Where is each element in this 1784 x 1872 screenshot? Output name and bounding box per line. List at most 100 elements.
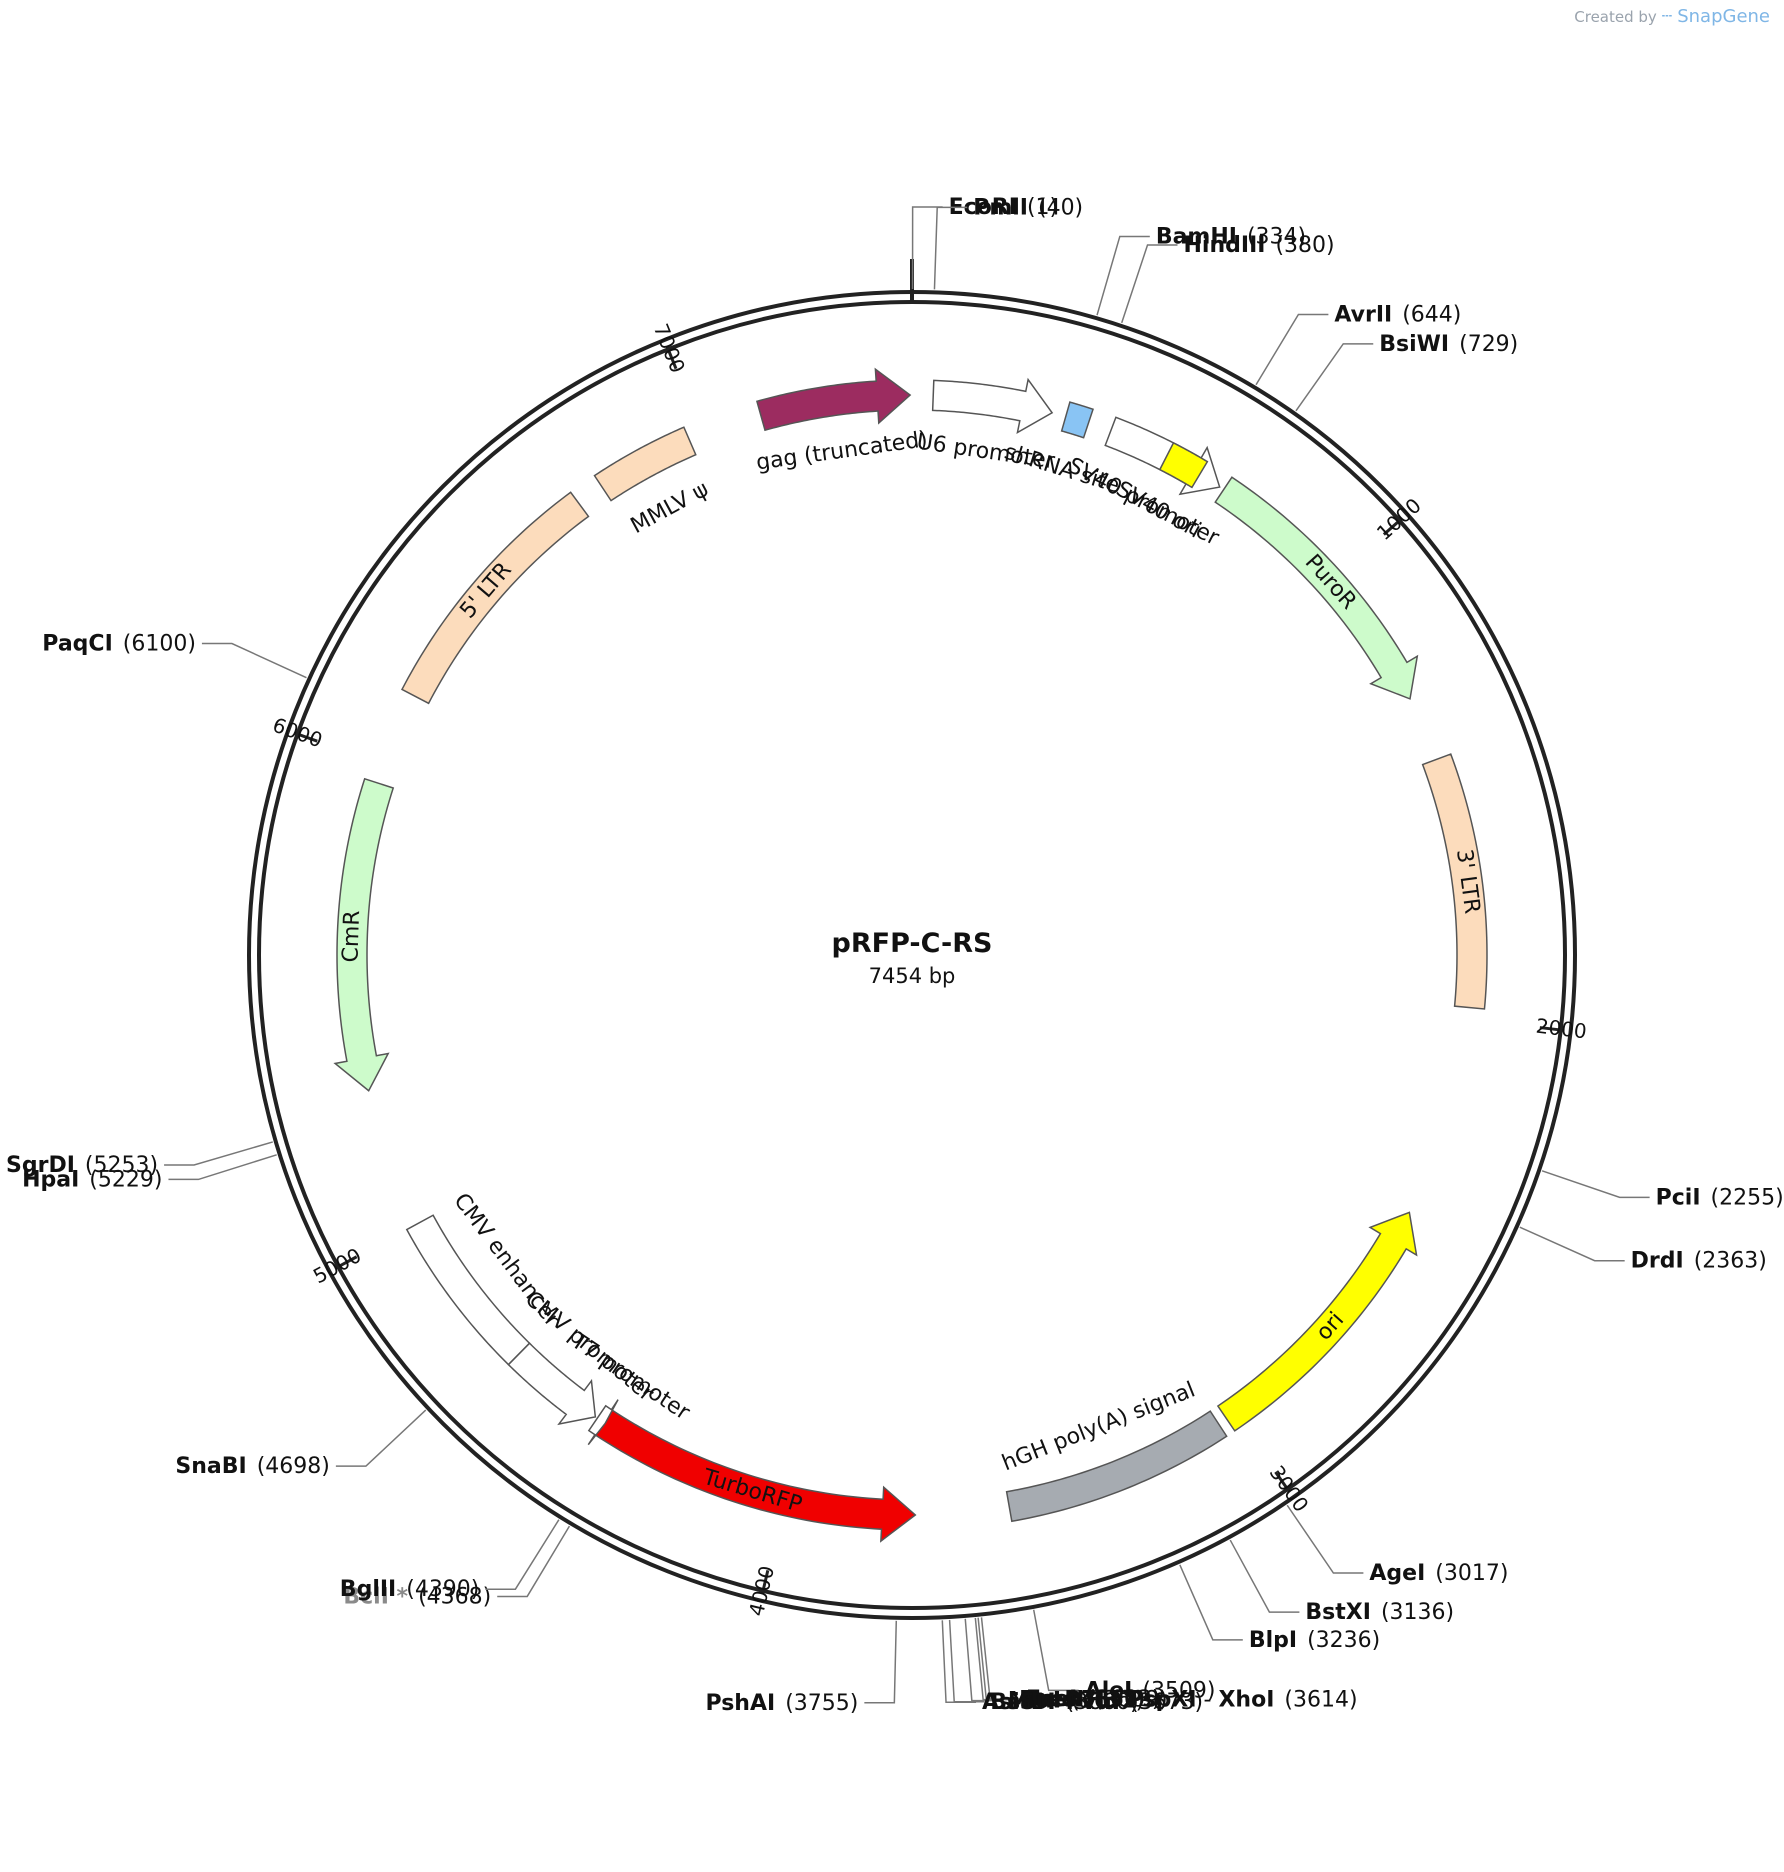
site-leader-hpai — [168, 1154, 277, 1181]
site-position-bstxi: (3136) — [1381, 1600, 1454, 1625]
site-label-paqci: PaqCI(6100) — [42, 632, 196, 657]
site-leader-mlui — [964, 1618, 1002, 1702]
site-bstxi: BstXI (3136) — [1229, 1539, 1454, 1625]
site-position-bcli: (4368) — [418, 1584, 491, 1609]
site-label-hpai: HpaI(5229) — [22, 1167, 162, 1192]
feature-turborfp: TurboRFP — [593, 1408, 917, 1543]
plasmid-name: pRFP-C-RS — [832, 928, 993, 959]
site-alei: AleI (3509) — [1032, 1609, 1216, 1703]
site-label-drdi: DrdI(2363) — [1631, 1249, 1767, 1274]
tick-mark-6000 — [294, 731, 318, 743]
site-name-xhoi: XhoI — [1218, 1688, 1274, 1713]
tick-mark-1000 — [1382, 517, 1403, 536]
feature-shape-cmv-enhancer — [405, 1214, 531, 1366]
site-leader-pmli — [933, 206, 968, 290]
site-leader-pshai — [864, 1620, 898, 1704]
snapgene-logo-icon: ┄ — [1661, 6, 1673, 27]
site-name-asisi: AsiSI — [982, 1690, 1044, 1715]
site-leader-blpi — [1179, 1564, 1243, 1641]
site-position-hindiii: (380) — [1275, 233, 1334, 258]
plasmid-backbone — [247, 259, 1577, 1620]
site-label-pshai: PshAI(3755) — [705, 1691, 858, 1716]
site-name-bstbi: BstBI — [990, 1690, 1055, 1715]
site-avrii: AvrII(644) — [1255, 303, 1461, 386]
site-bglii: BglII(4390) — [340, 1519, 560, 1602]
site-name-paer7i: PaeR7I — [1019, 1688, 1105, 1713]
site-leader-alei — [1032, 1609, 1079, 1692]
site-label-bglii: BglII(4390) — [340, 1577, 480, 1602]
tick-mark-7000 — [665, 345, 678, 370]
feature-shape-u6-promoter — [931, 377, 1054, 435]
snapgene-credit: Created by ┄ SnapGene — [1574, 6, 1770, 27]
site-name-pmli: PmlI — [973, 195, 1028, 220]
site-position-bsiwi: (729) — [1459, 332, 1518, 357]
site-label-snabi: SnaBI(4698) — [175, 1454, 329, 1479]
feature-shape-5-ltr — [400, 491, 590, 705]
site-label-blpi: BlpI(3236) — [1249, 1628, 1380, 1653]
feature-shape-puror — [1214, 476, 1419, 700]
credit-prefix: Created by — [1574, 8, 1657, 26]
feature-gag-truncated: gag (truncated) — [755, 367, 929, 476]
site-label-agei: AgeI(3017) — [1369, 1561, 1508, 1586]
feature-ori: ori — [1216, 1211, 1418, 1432]
tick-mark-4000 — [760, 1569, 770, 1595]
credit-brand: SnapGene — [1677, 6, 1770, 27]
site-name-pshai: PshAI — [705, 1691, 775, 1716]
site-leader-sgrdi — [164, 1141, 273, 1166]
site-leader-paer7i — [974, 1617, 1014, 1701]
site-label-mlui: MluI (3632) — [1008, 1689, 1144, 1714]
site-name-pcii: PciI — [1656, 1185, 1701, 1210]
feature-label-turborfp: TurboRFP — [699, 1465, 805, 1518]
site-sgrdi: SgrDI(5253) — [6, 1141, 273, 1178]
site-position-alei: (3509) — [1142, 1678, 1215, 1703]
site-name-bcli: BclI * — [343, 1584, 408, 1609]
site-leader-bsiwi — [1295, 343, 1374, 412]
site-name-alei: AleI — [1085, 1678, 1133, 1703]
site-position-mlui: (3632) — [1071, 1689, 1144, 1714]
site-pshai: PshAI(3755) — [705, 1620, 898, 1716]
tick-mark-3000 — [1274, 1471, 1291, 1493]
site-leader-bstxi — [1229, 1539, 1300, 1613]
site-name-mlui: MluI — [1008, 1689, 1061, 1714]
site-hindiii: HindIII(380) — [1120, 233, 1335, 324]
feature-cmv-enhancer: CMV enhancer — [405, 1189, 565, 1366]
site-name-blpi: BlpI — [1249, 1628, 1297, 1653]
plasmid-size: 7454 bp — [869, 964, 956, 988]
feature-shape-t7-promoter — [587, 1399, 619, 1446]
site-name-bstxi: BstXI — [1305, 1600, 1371, 1625]
site-name-pmei: PmeI — [1022, 1687, 1084, 1712]
tick-label-6000: 6000 — [270, 713, 326, 753]
site-label-bsiwi: BsiWI(729) — [1379, 332, 1518, 357]
site-label-bstxi: BstXI (3136) — [1305, 1600, 1454, 1625]
site-pcii: PciI(2255) — [1541, 1170, 1784, 1210]
site-position-hpai: (5229) — [89, 1167, 162, 1192]
site-name-avrii: AvrII — [1334, 303, 1392, 328]
site-label-pmli: PmlI(40) — [973, 195, 1083, 220]
site-label-pcii: PciI(2255) — [1656, 1185, 1784, 1210]
site-position-agei: (3017) — [1435, 1561, 1508, 1586]
site-label-hindiii: HindIII(380) — [1184, 233, 1335, 258]
site-paqci: PaqCI(6100) — [42, 632, 307, 679]
site-label-paer7i: PaeR7I - PspXI - XhoI(3614) — [1019, 1688, 1357, 1713]
site-leader-ecori — [911, 206, 943, 290]
site-pmei: PmeI(3609) — [977, 1617, 1168, 1712]
site-position-fsei: (3603) — [1087, 1687, 1160, 1712]
site-name-sgrdi: SgrDI — [6, 1153, 75, 1178]
site-position-bglii: (4390) — [406, 1577, 479, 1602]
feature-shape-ori — [1216, 1211, 1418, 1432]
site-mlui: MluI (3632) — [964, 1618, 1144, 1714]
feature-shape-turborfp — [593, 1408, 917, 1543]
site-hpai: HpaI(5229) — [22, 1154, 277, 1192]
feature-mmlv: MMLV ψ — [593, 426, 713, 539]
site-leader-pmei — [977, 1617, 1017, 1701]
site-label-avrii: AvrII(644) — [1334, 303, 1461, 328]
plasmid-center-label: pRFP-C-RS 7454 bp — [832, 928, 993, 988]
site-name-snabi: SnaBI — [175, 1454, 246, 1479]
tick-label-4000: 4000 — [744, 1563, 779, 1618]
feature-sv40-promoter: SV40 promoter — [1064, 416, 1224, 551]
site-bamhi: BamHI(334) — [1096, 224, 1306, 316]
site-agei: AgeI(3017) — [1286, 1504, 1508, 1586]
tick-mark-5000 — [334, 1255, 358, 1270]
site-leader-drdi — [1519, 1226, 1625, 1262]
feature-5-ltr: 5' LTR — [400, 491, 590, 705]
